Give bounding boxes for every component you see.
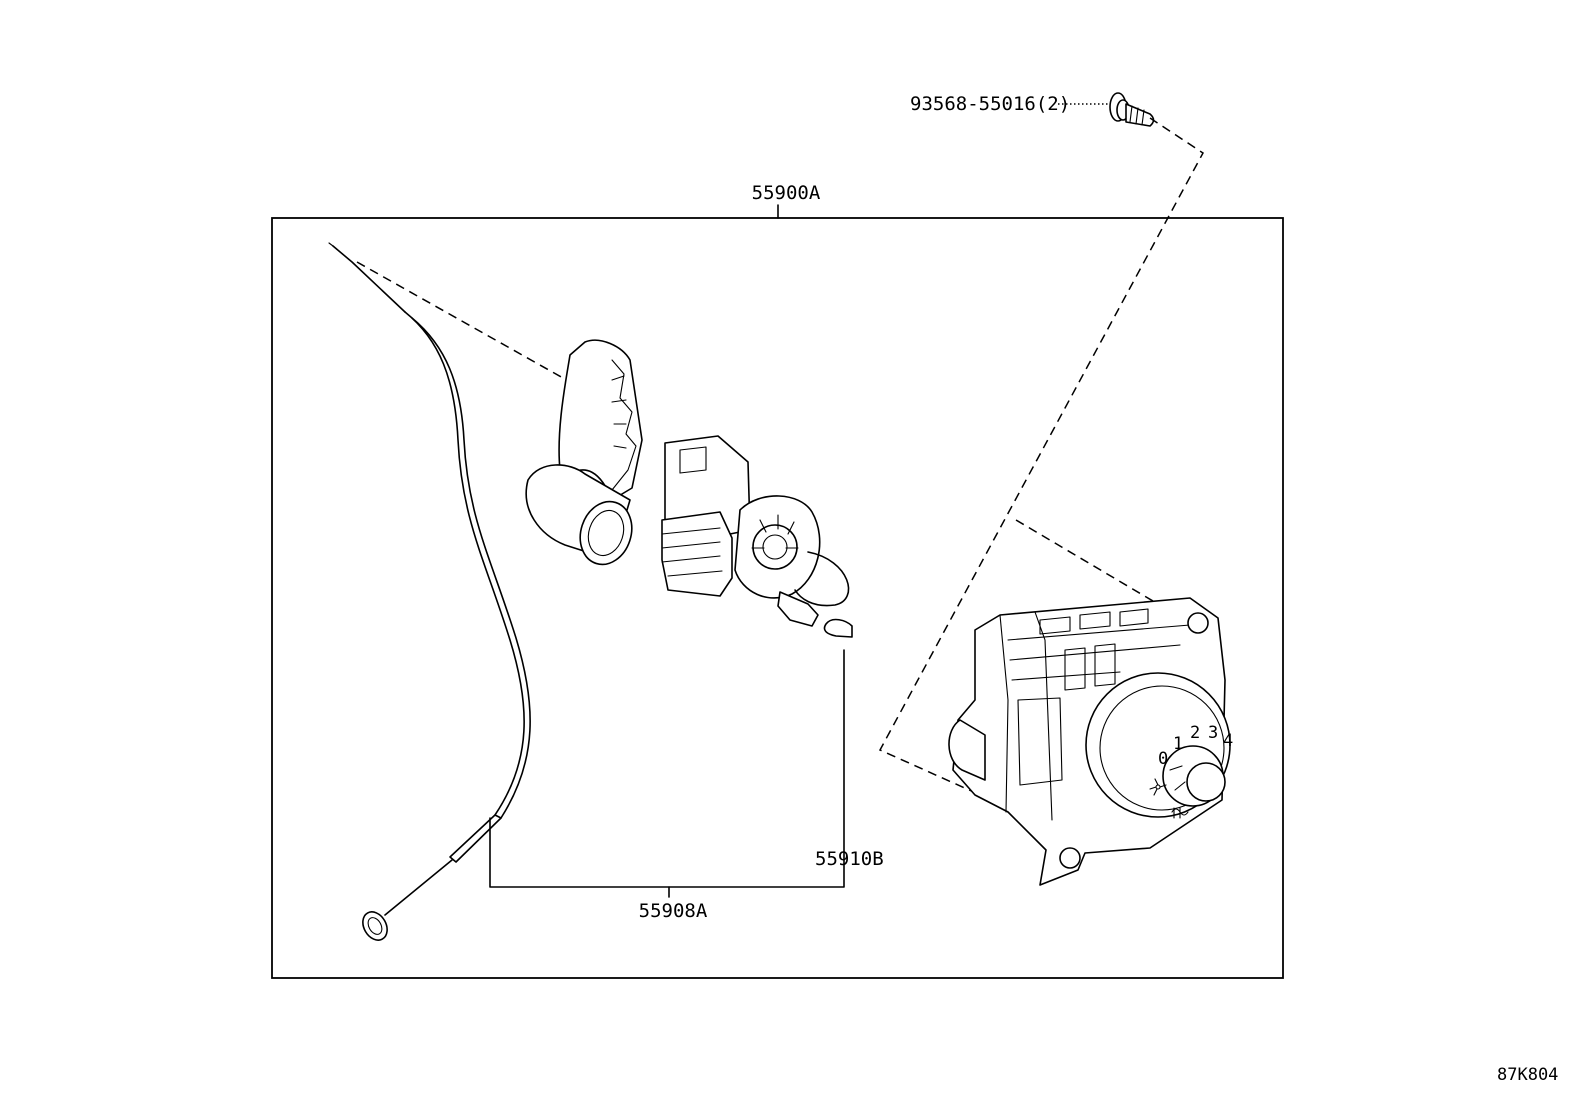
bulb-part-number[interactable]: 55910B	[815, 848, 884, 870]
speed-2-label: 2	[1190, 723, 1200, 743]
screw-icon	[1109, 92, 1155, 127]
fan-icon	[1149, 778, 1167, 796]
cable-callout-bracket	[489, 649, 845, 888]
cable-part-number[interactable]: 55908A	[639, 900, 708, 922]
speed-4-label: 4	[1223, 731, 1233, 751]
panel-dashed-top	[1015, 519, 1159, 605]
speed-3-label: 3	[1208, 723, 1218, 743]
defrost-icon	[1171, 807, 1189, 819]
diagram-code: 87K804	[1497, 1065, 1558, 1085]
screw-dashed-path	[878, 117, 1204, 812]
speed-0-label: 0	[1158, 749, 1168, 769]
blower-switch-unit	[661, 435, 853, 638]
lever-bracket	[525, 339, 643, 566]
speed-1-label: 1	[1173, 734, 1183, 754]
assembly-part-number[interactable]: 55900A	[752, 182, 821, 204]
heater-control-panel: 0 1 2 3 4	[948, 597, 1233, 886]
cable-to-lever-dashed	[356, 261, 564, 379]
screw-part-number[interactable]: 93568-55016(2)	[910, 93, 1070, 115]
control-cable	[328, 242, 531, 941]
